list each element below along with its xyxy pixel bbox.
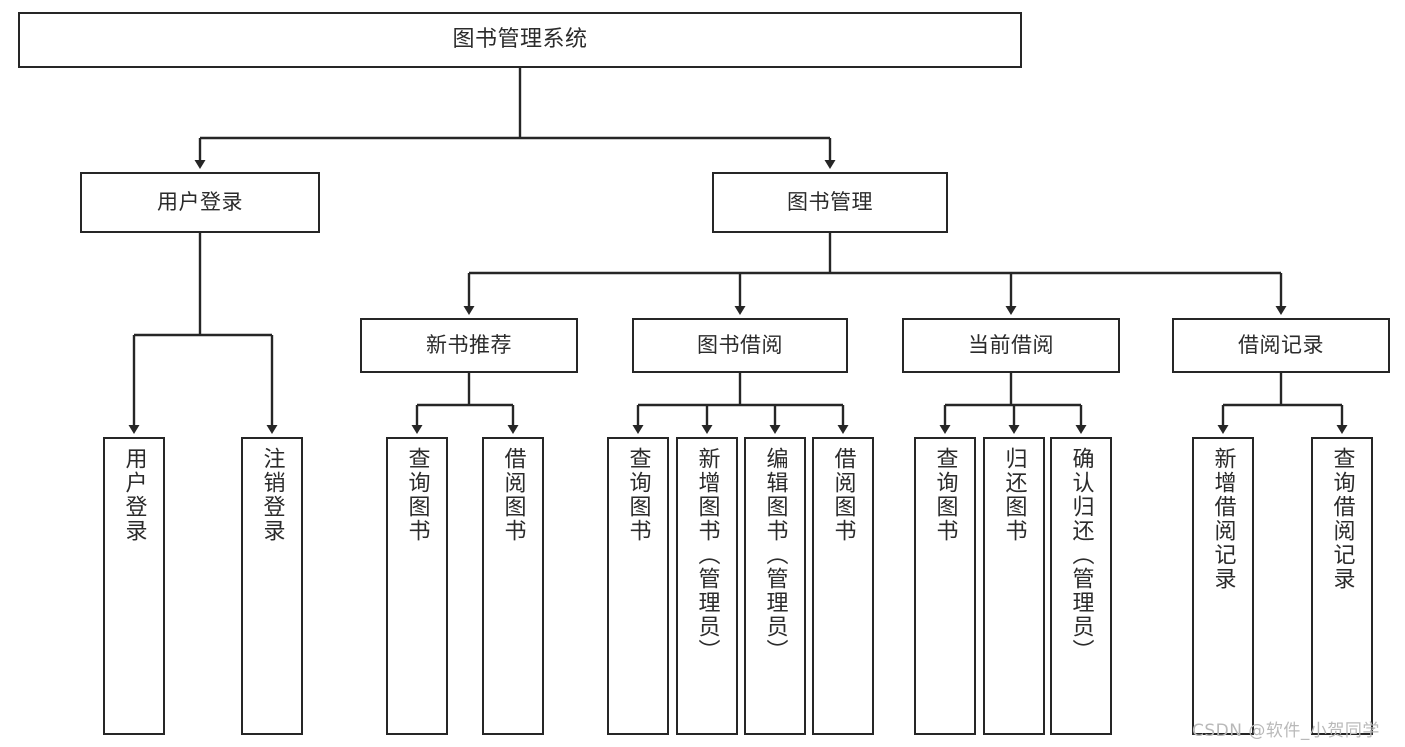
leaf-query-book-2[interactable]: 查询图书 [607,437,669,735]
node-book-manage[interactable]: 图书管理 [712,172,948,233]
leaf-query-book-1[interactable]: 查询图书 [386,437,448,735]
node-new-book-recommend[interactable]: 新书推荐 [360,318,578,373]
leaf-user-logout[interactable]: 注销登录 [241,437,303,735]
leaf-query-record-label: 查询借阅记录 [1329,447,1355,591]
leaf-query-book-1-label: 查询图书 [404,447,430,543]
leaf-edit-book[interactable]: 编辑图书（管理员） [744,437,806,735]
node-user-login[interactable]: 用户登录 [80,172,320,233]
leaf-return-book[interactable]: 归还图书 [983,437,1045,735]
node-current-borrow-label: 当前借阅 [968,332,1054,357]
node-root[interactable]: 图书管理系统 [18,12,1022,68]
leaf-add-book[interactable]: 新增图书（管理员） [676,437,738,735]
leaf-user-login[interactable]: 用户登录 [103,437,165,735]
csdn-watermark: CSDN @软件_小贺同学 [1192,721,1380,741]
node-borrow-record[interactable]: 借阅记录 [1172,318,1390,373]
node-borrow-record-label: 借阅记录 [1238,332,1324,357]
leaf-borrow-book-1-label: 借阅图书 [500,447,526,543]
leaf-query-book-3[interactable]: 查询图书 [914,437,976,735]
node-book-borrow[interactable]: 图书借阅 [632,318,848,373]
leaf-user-login-label: 用户登录 [121,447,147,543]
node-current-borrow[interactable]: 当前借阅 [902,318,1120,373]
leaf-user-logout-label: 注销登录 [259,447,285,543]
leaf-edit-book-label: 编辑图书（管理员） [762,447,788,663]
leaf-confirm-return-label: 确认归还（管理员） [1068,447,1094,663]
leaf-query-book-3-label: 查询图书 [932,447,958,543]
leaf-confirm-return[interactable]: 确认归还（管理员） [1050,437,1112,735]
node-user-login-label: 用户登录 [157,189,243,214]
leaf-borrow-book-2[interactable]: 借阅图书 [812,437,874,735]
node-book-borrow-label: 图书借阅 [697,332,783,357]
leaf-return-book-label: 归还图书 [1001,447,1027,543]
leaf-query-book-2-label: 查询图书 [625,447,651,543]
leaf-add-record-label: 新增借阅记录 [1210,447,1236,591]
leaf-borrow-book-2-label: 借阅图书 [830,447,856,543]
leaf-query-record[interactable]: 查询借阅记录 [1311,437,1373,735]
leaf-add-record[interactable]: 新增借阅记录 [1192,437,1254,735]
leaf-add-book-label: 新增图书（管理员） [694,447,720,663]
leaf-borrow-book-1[interactable]: 借阅图书 [482,437,544,735]
node-book-manage-label: 图书管理 [787,189,873,214]
node-new-book-recommend-label: 新书推荐 [426,332,512,357]
node-root-label: 图书管理系统 [452,26,588,52]
